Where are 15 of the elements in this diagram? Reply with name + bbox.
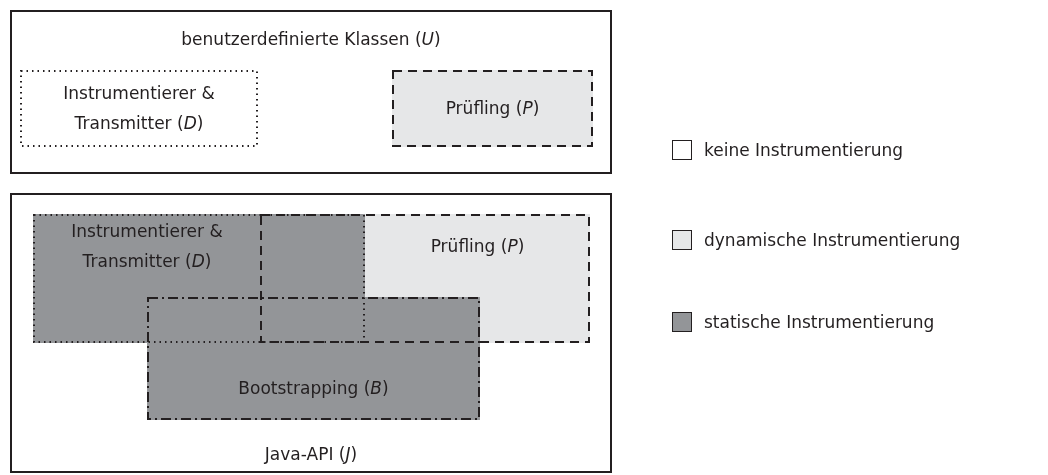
box-label: Prüfling (P) [429,235,526,258]
container-box [10,10,612,174]
box-label: Bootstrapping (B) [237,377,390,400]
box-label: benutzerdefinierte Klassen (U) [180,28,442,51]
box-label: Instrumentierer & Transmitter (D) [70,220,224,273]
component-box [392,70,593,147]
box-label: Instrumentierer & Transmitter (D) [62,82,216,135]
legend-label: keine Instrumentierung [704,140,904,160]
box-label: Java-API (J) [263,443,359,466]
container-box [10,193,612,473]
legend-label: statische Instrumentierung [704,312,935,332]
component-box [147,297,480,420]
component-box [20,70,258,147]
box-label: Prüfling (P) [444,97,541,120]
legend-label: dynamische Instrumentierung [704,230,961,250]
